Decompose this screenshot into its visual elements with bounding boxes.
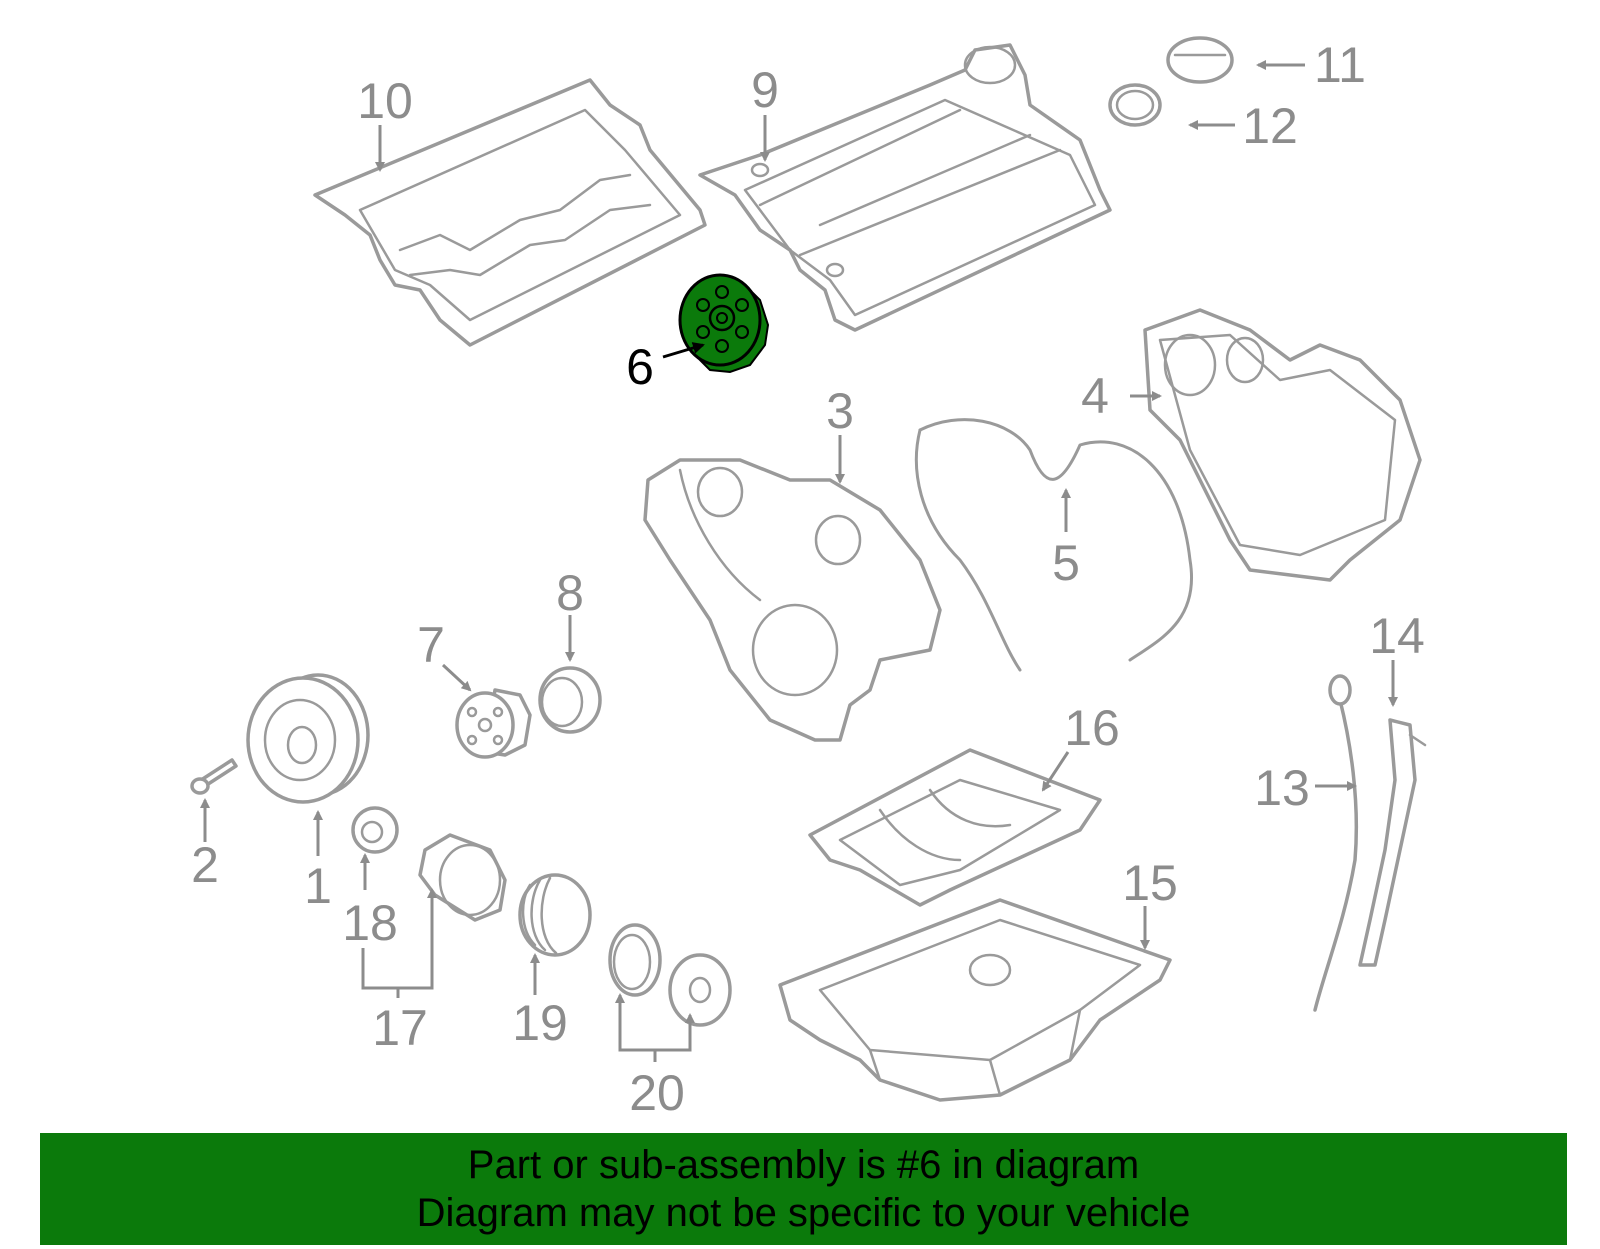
part-9-valve-cover[interactable] [698,43,1112,332]
part-7-hub[interactable] [455,688,532,759]
part-12-seal-ring[interactable] [1108,83,1162,127]
callout-arrows [200,60,1398,1062]
callout-17: 17 [372,1000,428,1056]
part-8-seal[interactable] [538,666,602,734]
callout-12: 12 [1242,98,1298,154]
part-20-filter-cap[interactable] [608,923,732,1027]
callout-7: 7 [417,617,445,673]
callout-5: 5 [1052,535,1080,591]
banner-line-1: Part or sub-assembly is #6 in diagram [467,1143,1140,1187]
callout-20: 20 [629,1065,685,1121]
part-16-baffle[interactable] [808,748,1102,907]
callout-16: 16 [1064,700,1120,756]
part-10-valve-cover-gasket[interactable] [313,78,707,347]
part-4-rear-cover[interactable] [1143,308,1422,582]
part-13-dipstick[interactable] [1313,674,1359,1012]
callout-18: 18 [342,895,398,951]
part-2-bolt[interactable] [190,758,238,795]
callout-10: 10 [357,73,413,129]
part-19-filter-element[interactable] [518,873,592,957]
part-1-crankshaft-pulley[interactable] [246,673,370,804]
part-17-housing[interactable] [418,833,507,922]
callout-14: 14 [1369,608,1425,664]
callout-8: 8 [556,565,584,621]
part-3-timing-cover[interactable] [643,458,942,742]
notice-banner: Part or sub-assembly is #6 in diagram Di… [40,1133,1567,1245]
callout-2: 2 [191,837,219,893]
callout-labels: 1 2 3 4 5 6 7 8 9 10 11 12 13 14 15 16 1… [191,37,1425,1121]
banner-line-2: Diagram may not be specific to your vehi… [416,1191,1191,1235]
part-14-dipstick-tube[interactable] [1358,718,1427,967]
part-5-gasket[interactable] [914,418,1193,672]
callout-19: 19 [512,995,568,1051]
part-6-camshaft-gear[interactable] [678,273,770,374]
part-18-washer[interactable] [351,806,399,854]
callout-9: 9 [751,62,779,118]
part-11-oil-filler-cap[interactable] [1166,36,1234,84]
callout-6: 6 [626,339,654,395]
part-15-oil-pan[interactable] [778,898,1172,1102]
callout-13: 13 [1254,760,1310,816]
callout-4: 4 [1081,368,1109,424]
callout-3: 3 [826,383,854,439]
callout-1: 1 [304,858,332,914]
callout-15: 15 [1122,855,1178,911]
callout-11: 11 [1314,37,1366,93]
